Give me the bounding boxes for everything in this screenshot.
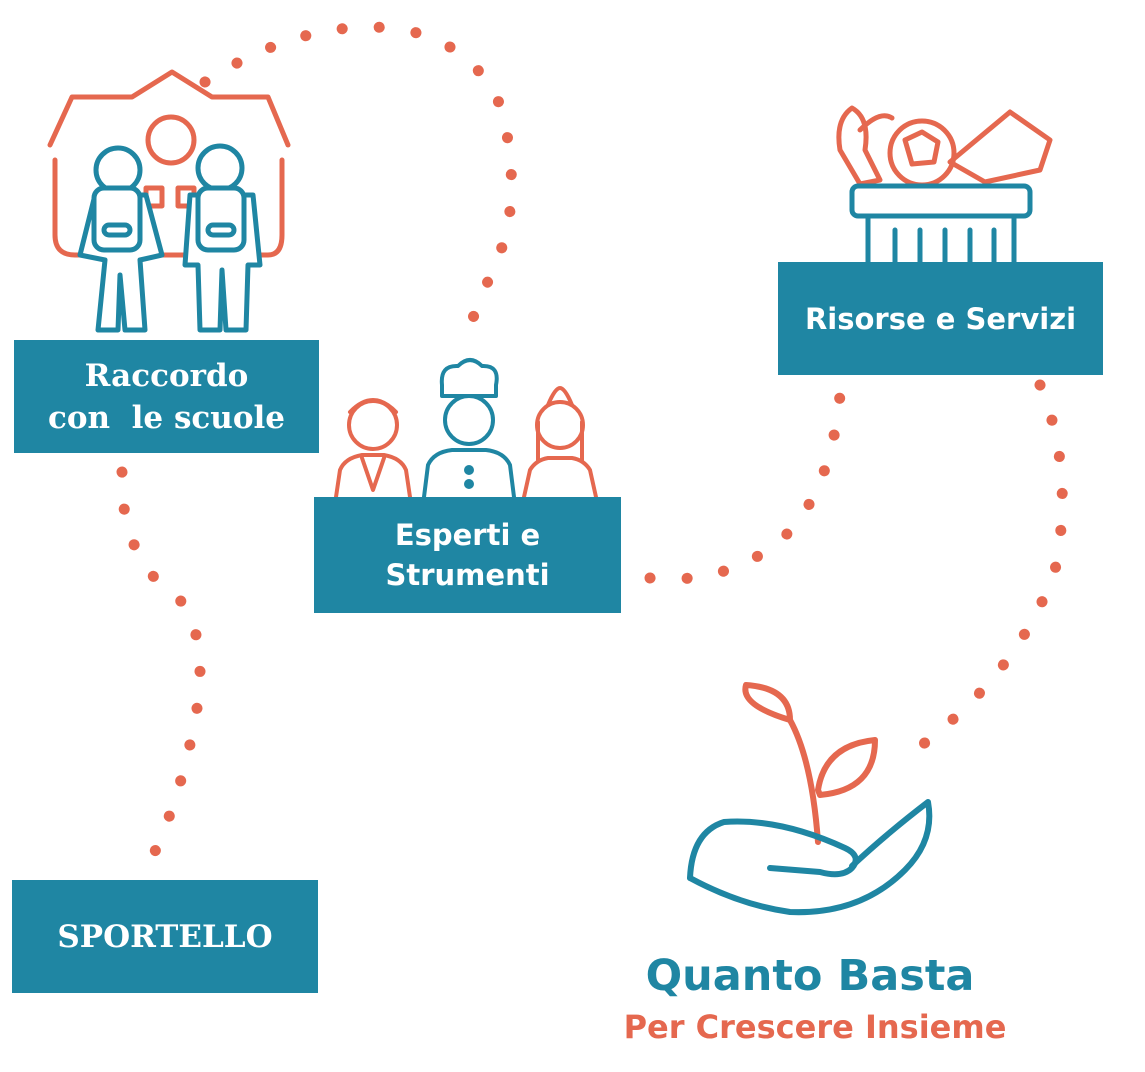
node-sportello: SPORTELLO xyxy=(12,880,318,993)
node-raccordo-con-le-scuole: Raccordo con le scuole xyxy=(14,340,319,453)
node-risorse-label: Risorse e Servizi xyxy=(804,301,1077,336)
node-risorse-e-servizi: Risorse e Servizi xyxy=(778,262,1103,375)
school-students-icon xyxy=(47,69,291,333)
node-esperti-line1: Esperti e xyxy=(394,518,541,552)
food-basket-icon xyxy=(836,105,1053,265)
node-raccordo-line2: con le scuole xyxy=(47,399,285,436)
brand-title: Quanto Basta xyxy=(645,951,975,1001)
hand-sprout-icon xyxy=(687,682,933,916)
experts-icon xyxy=(334,358,598,499)
node-esperti-e-strumenti: Esperti e Strumenti xyxy=(314,497,621,613)
node-sportello-label: SPORTELLO xyxy=(57,918,273,955)
brand-subtitle: Per Crescere Insieme xyxy=(623,1008,1007,1046)
node-esperti-line2: Strumenti xyxy=(385,558,550,592)
node-raccordo-line1: Raccordo xyxy=(84,357,249,394)
dotted-connector-path xyxy=(116,21,1068,868)
